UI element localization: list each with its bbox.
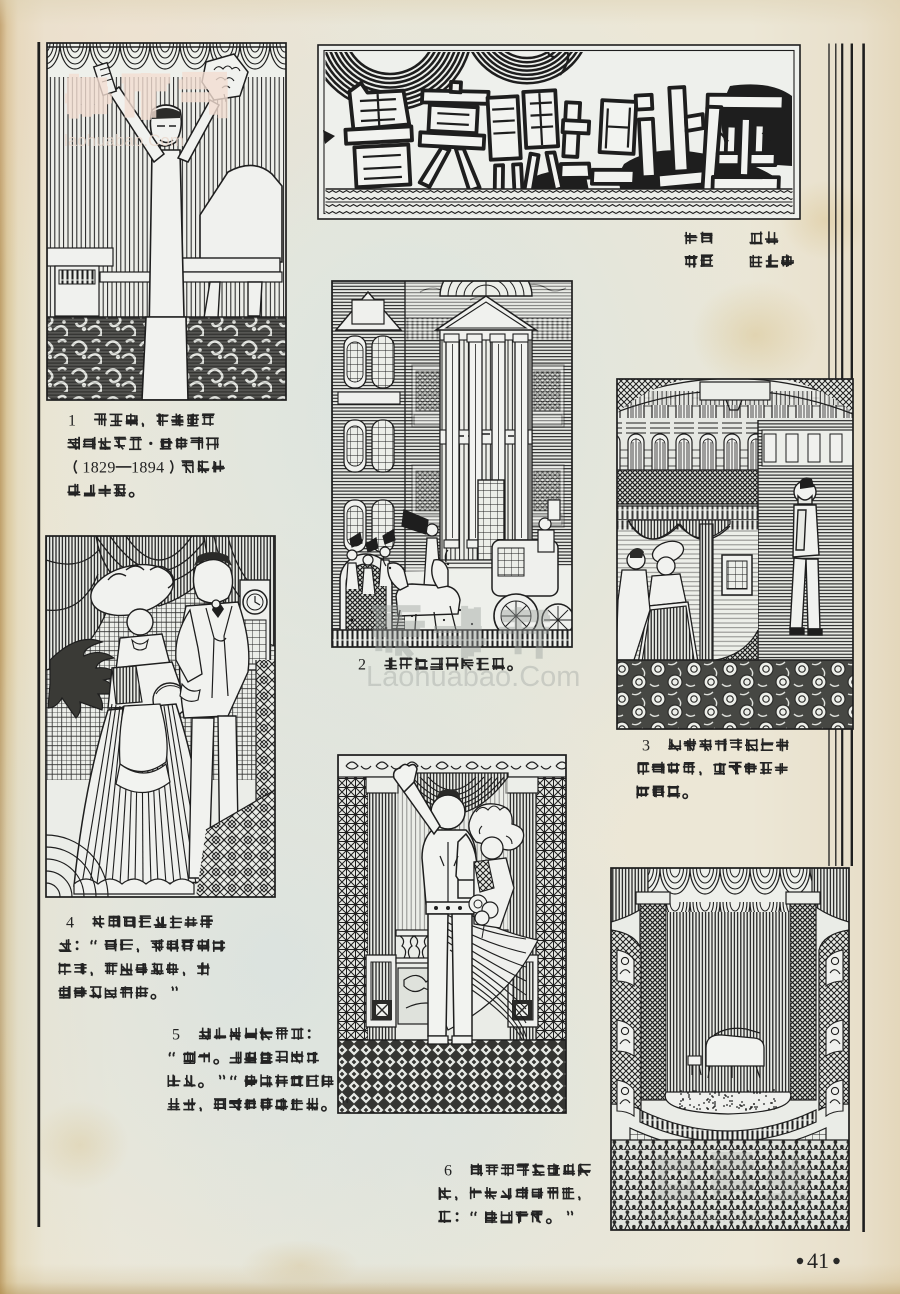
svg-text:5: 5	[172, 1027, 180, 1044]
svg-text:9: 9	[148, 460, 156, 477]
svg-text:8: 8	[139, 460, 147, 477]
svg-text:2: 2	[358, 657, 366, 674]
svg-text:4: 4	[66, 915, 74, 932]
svg-text:2: 2	[99, 460, 107, 477]
svg-text:9: 9	[107, 460, 115, 477]
svg-text:3: 3	[642, 738, 650, 755]
svg-text:laohuabao.Com: laohuabao.Com	[652, 1209, 758, 1226]
svg-text:1: 1	[82, 460, 90, 477]
svg-text:6: 6	[444, 1163, 452, 1180]
svg-text:1: 1	[68, 413, 76, 430]
svg-text:4: 4	[156, 460, 164, 477]
svg-text:laohuabao.Com: laohuabao.Com	[64, 131, 184, 150]
svg-text:Laohuabao.Com: Laohuabao.Com	[366, 661, 580, 693]
svg-text:41: 41	[807, 1248, 829, 1273]
svg-text:8: 8	[91, 460, 99, 477]
svg-text:1: 1	[131, 460, 139, 477]
